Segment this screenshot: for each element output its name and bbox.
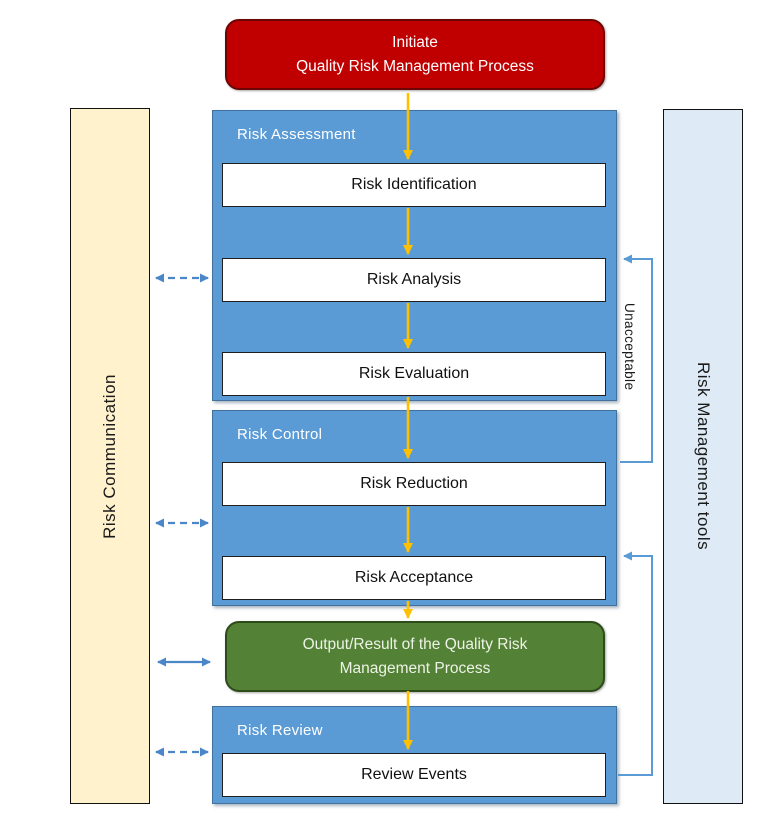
initiate-line1: Initiate bbox=[392, 33, 438, 51]
risk-assessment-label: Risk Assessment bbox=[237, 126, 356, 143]
communication-links-dashed bbox=[155, 273, 209, 757]
risk-management-tools-panel: Risk Management tools bbox=[663, 109, 743, 804]
risk-management-tools-label: Risk Management tools bbox=[694, 362, 713, 551]
risk-review-label: Risk Review bbox=[237, 722, 323, 739]
step-risk-analysis: Risk Analysis bbox=[222, 258, 606, 302]
risk-control-label: Risk Control bbox=[237, 426, 323, 443]
step-risk-acceptance: Risk Acceptance bbox=[222, 556, 606, 600]
risk-communication-label: Risk Communication bbox=[100, 373, 119, 539]
step-review-events: Review Events bbox=[222, 753, 606, 797]
output-line2: Management Process bbox=[339, 659, 491, 677]
step-risk-reduction: Risk Reduction bbox=[222, 462, 606, 506]
initiate-line2: Quality Risk Management Process bbox=[296, 57, 534, 75]
output-line1: Output/Result of the Quality Risk bbox=[302, 635, 528, 653]
initiate-box: Initiate Quality Risk Management Process bbox=[225, 19, 605, 90]
output-result-box: Output/Result of the Quality Risk Manage… bbox=[225, 621, 605, 692]
feedback-line-review-to-acceptance bbox=[618, 551, 653, 776]
step-risk-identification: Risk Identification bbox=[222, 163, 606, 207]
step-risk-evaluation: Risk Evaluation bbox=[222, 352, 606, 396]
risk-communication-panel: Risk Communication bbox=[70, 108, 150, 804]
unacceptable-label: Unacceptable bbox=[622, 303, 637, 391]
